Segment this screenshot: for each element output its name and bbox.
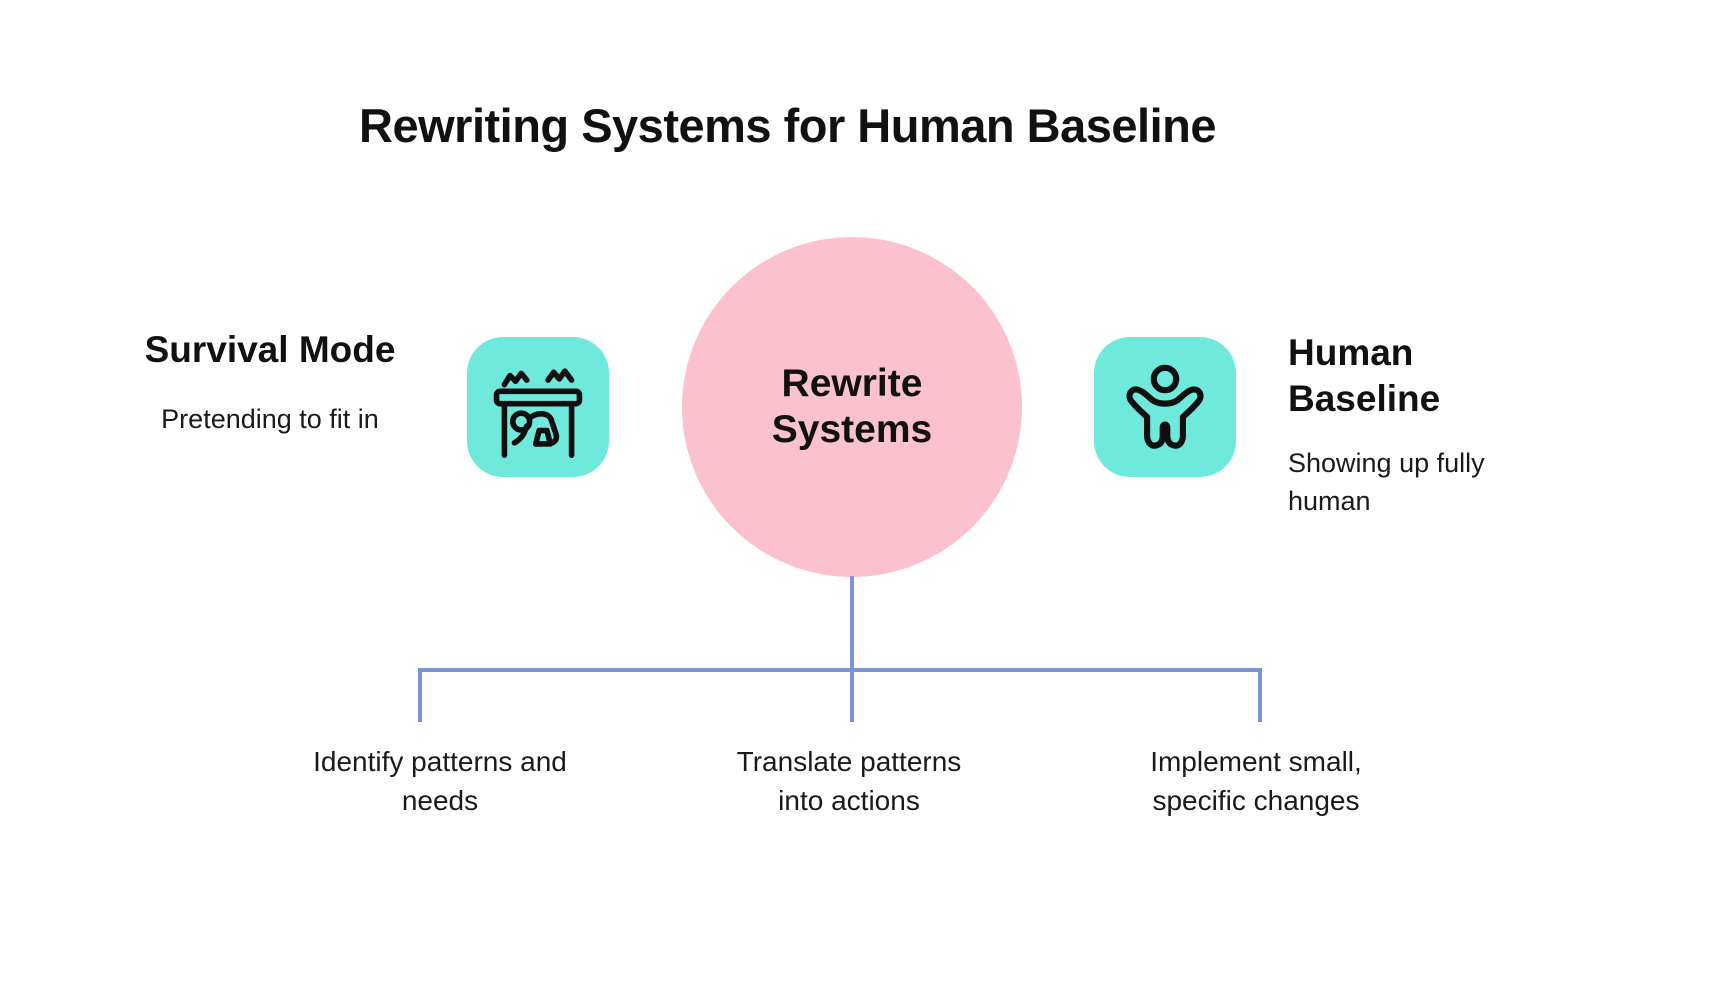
- rewrite-systems-label: Rewrite Systems: [771, 362, 933, 451]
- survival-mode-icon-tile: [467, 337, 609, 477]
- step-translate-patterns: Translate patterns into actions: [736, 746, 962, 816]
- human-baseline-icon-tile: [1094, 337, 1236, 477]
- human-baseline-heading: Human Baseline: [1288, 332, 1441, 419]
- earthquake-drill-icon: [493, 368, 583, 458]
- human-baseline-block: Human Baseline Showing up fully human: [1288, 330, 1618, 520]
- person-arms-raised-icon: [1126, 364, 1204, 449]
- step-identify-patterns: Identify patterns and needs: [313, 746, 567, 816]
- survival-mode-block: Survival Mode Pretending to fit in: [95, 326, 445, 438]
- survival-mode-heading: Survival Mode: [144, 329, 396, 370]
- step-implement-changes: Implement small, specific changes: [1150, 746, 1362, 816]
- survival-mode-subtitle: Pretending to fit in: [161, 404, 379, 434]
- human-baseline-subtitle: Showing up fully human: [1288, 448, 1485, 516]
- diagram-title: Rewriting Systems for Human Baseline: [359, 99, 1216, 152]
- rewrite-systems-node: Rewrite Systems: [682, 237, 1022, 577]
